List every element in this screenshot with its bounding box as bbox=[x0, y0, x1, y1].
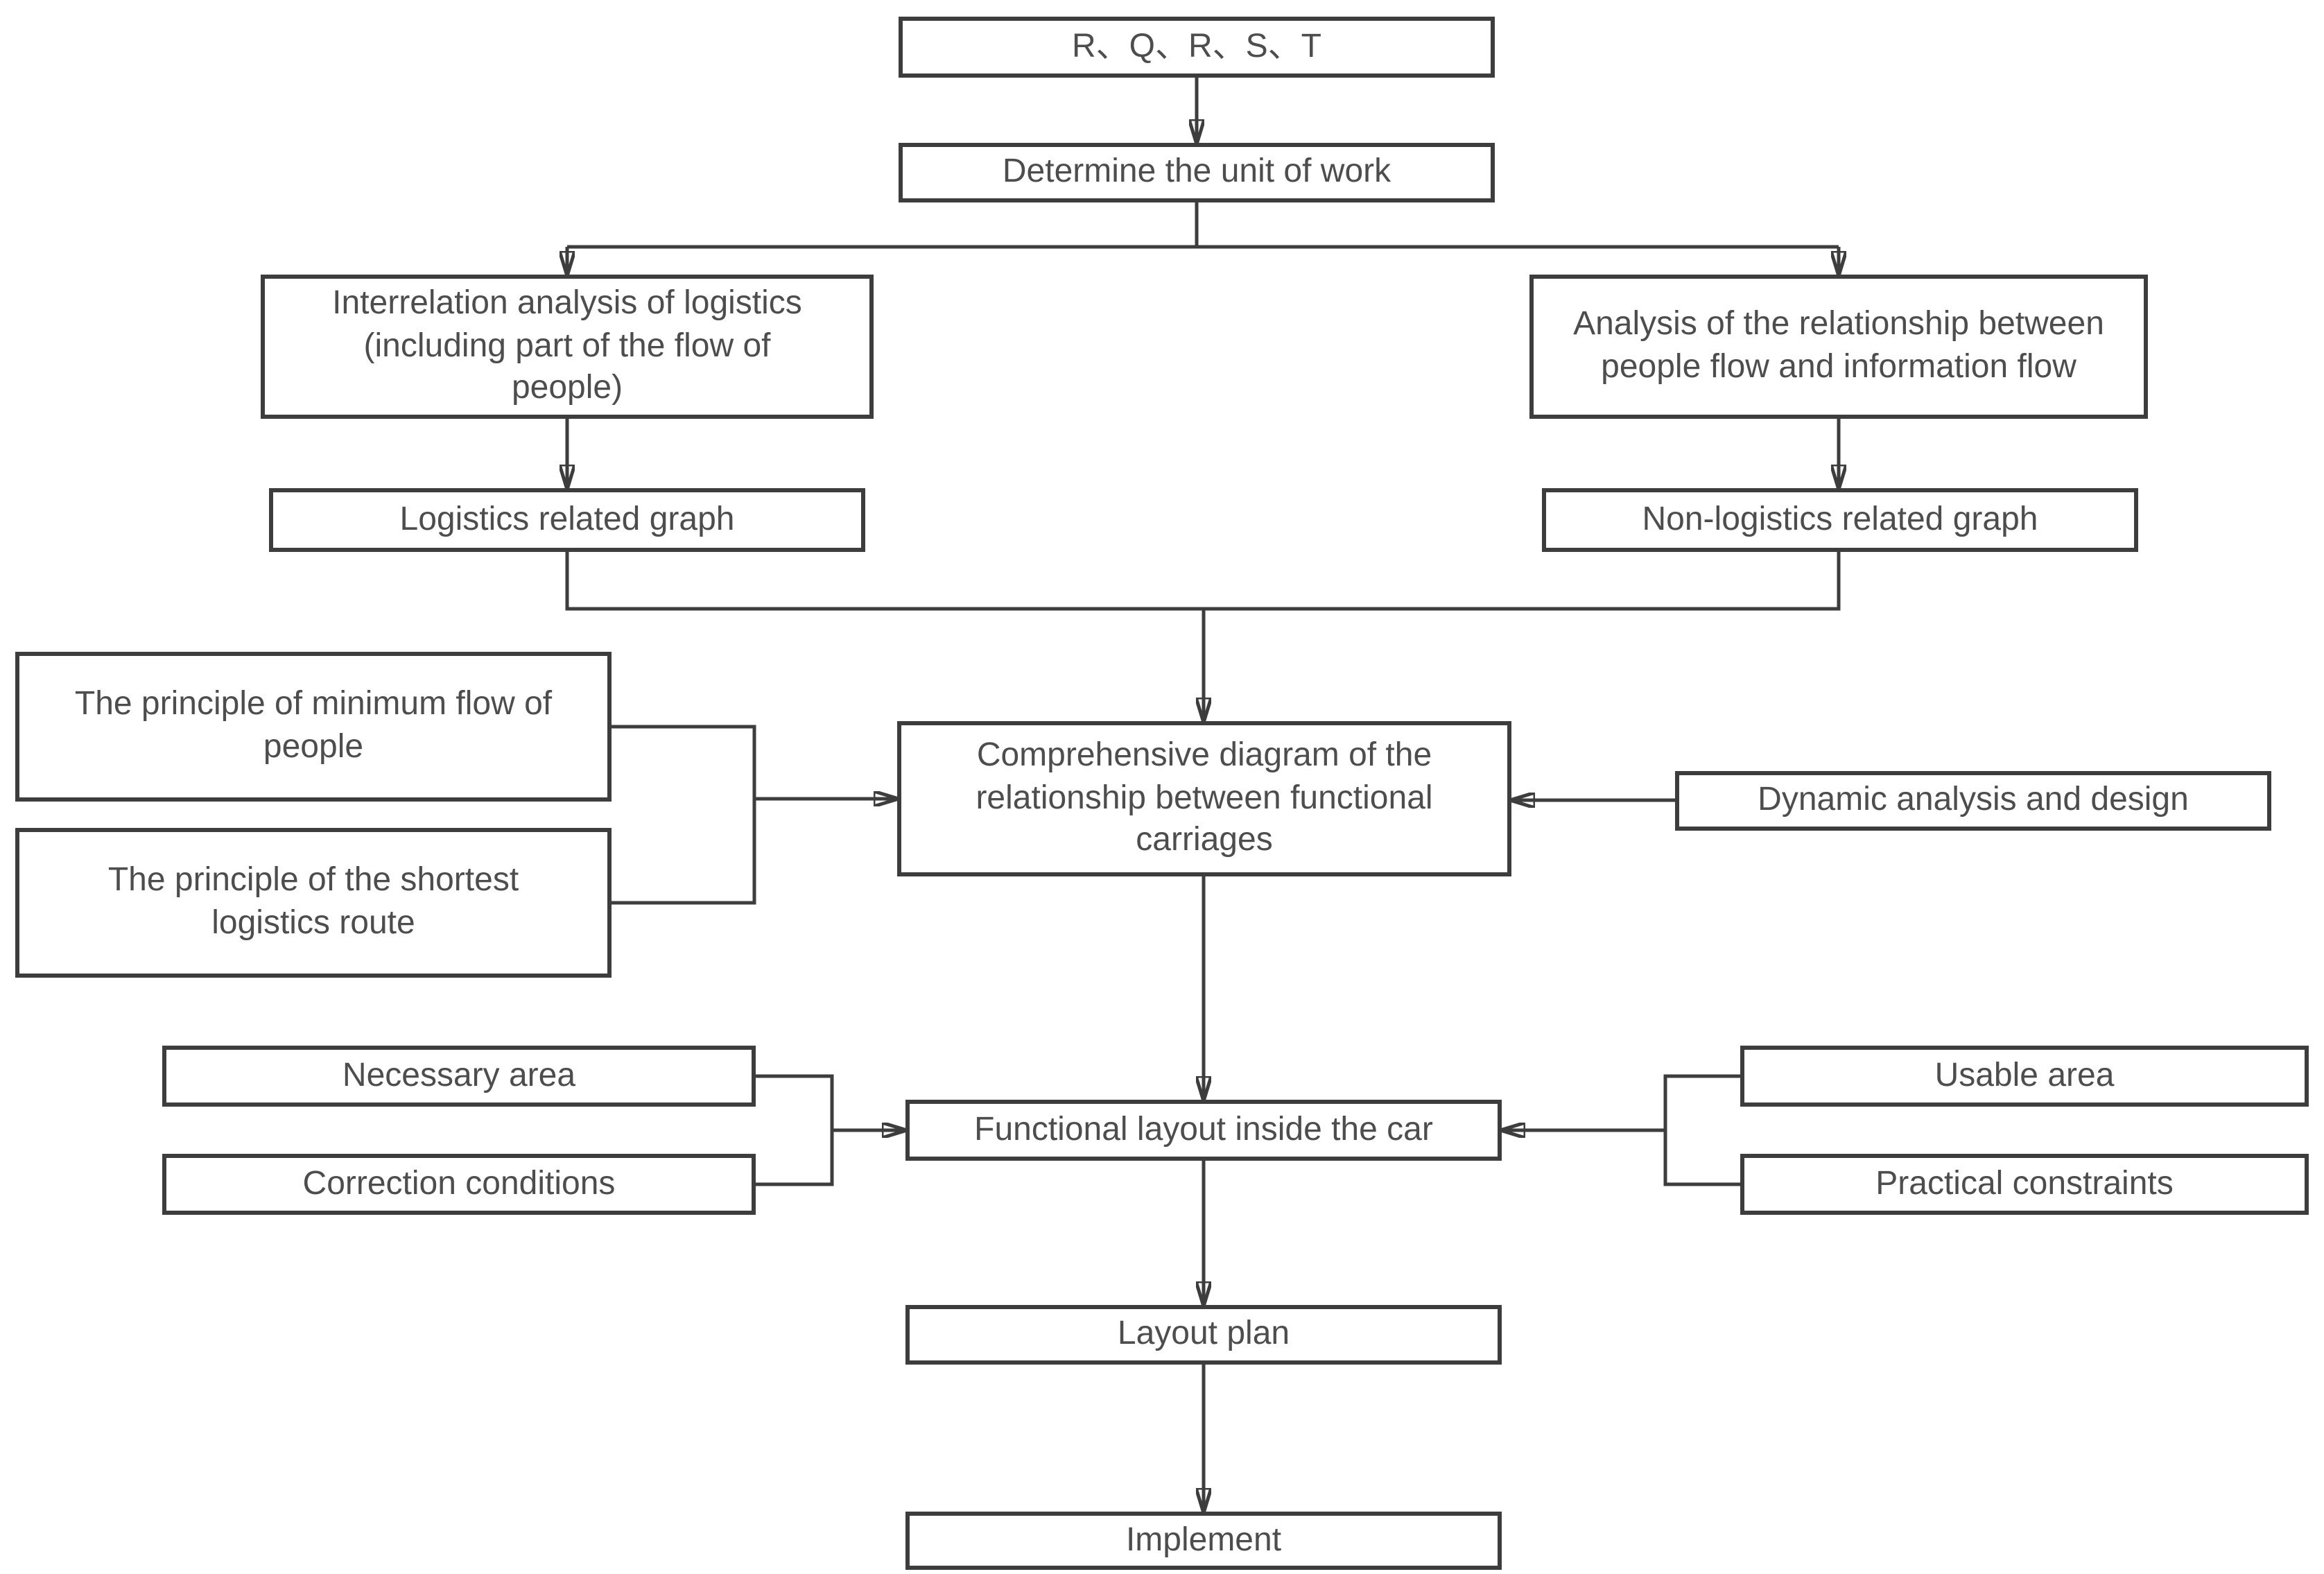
node-necessary-area-label: Necessary area bbox=[342, 1056, 576, 1094]
connector-area-bracket-right bbox=[1663, 1074, 1740, 1186]
node-minimum-people-flow-principle: The principle of minimum flow of people bbox=[15, 652, 612, 802]
node-shortest-logistics-route-principle: The principle of the shortest logistics … bbox=[15, 828, 612, 978]
node-determine-label: Determine the unit of work bbox=[1002, 153, 1391, 191]
node-logistics-interrelation-analysis: Interrelation analysis of logistics (inc… bbox=[261, 275, 874, 419]
node-non-logistics-related-graph: Non-logistics related graph bbox=[1542, 488, 2138, 552]
node-implement: Implement bbox=[905, 1512, 1502, 1570]
node-logistics-graph-label: Logistics related graph bbox=[399, 500, 735, 538]
node-determine-unit-of-work: Determine the unit of work bbox=[899, 143, 1495, 202]
node-functional-layout-inside-car: Functional layout inside the car bbox=[905, 1100, 1502, 1161]
node-implement-label: Implement bbox=[1125, 1521, 1282, 1559]
node-dynamic-analysis-design: Dynamic analysis and design bbox=[1675, 771, 2271, 831]
node-correction-conditions: Correction conditions bbox=[162, 1154, 756, 1215]
node-functional-layout-label: Functional layout inside the car bbox=[974, 1110, 1433, 1148]
connector-principles-bracket bbox=[612, 725, 756, 905]
node-dynamic-analysis-label: Dynamic analysis and design bbox=[1758, 781, 2189, 819]
node-non-logistics-graph-label: Non-logistics related graph bbox=[1642, 500, 2038, 538]
node-correction-conditions-label: Correction conditions bbox=[302, 1164, 616, 1202]
node-layout-plan: Layout plan bbox=[905, 1305, 1502, 1365]
node-practical-constraints: Practical constraints bbox=[1740, 1154, 2309, 1215]
node-usable-area-label: Usable area bbox=[1934, 1056, 2115, 1094]
node-comprehensive-label: Comprehensive diagram of the relationshi… bbox=[975, 736, 1433, 859]
node-shortest-route-label: The principle of the shortest logistics … bbox=[107, 861, 519, 942]
node-min-people-flow-label: The principle of minimum flow of people bbox=[74, 685, 553, 766]
node-logistics-analysis-label: Interrelation analysis of logistics (inc… bbox=[332, 284, 802, 407]
node-practical-constraints-label: Practical constraints bbox=[1875, 1164, 2174, 1202]
connector-merge-bar bbox=[565, 552, 1841, 611]
node-inputs-label: R、Q、R、S、T bbox=[1072, 27, 1321, 65]
connector-area-bracket-left bbox=[756, 1074, 834, 1186]
node-necessary-area: Necessary area bbox=[162, 1046, 756, 1107]
node-inputs: R、Q、R、S、T bbox=[899, 17, 1495, 78]
node-logistics-related-graph: Logistics related graph bbox=[269, 488, 865, 552]
node-usable-area: Usable area bbox=[1740, 1046, 2309, 1107]
node-comprehensive-diagram: Comprehensive diagram of the relationshi… bbox=[897, 721, 1511, 876]
node-people-information-analysis: Analysis of the relationship between peo… bbox=[1529, 275, 2148, 419]
node-layout-plan-label: Layout plan bbox=[1117, 1315, 1290, 1353]
node-people-info-analysis-label: Analysis of the relationship between peo… bbox=[1573, 305, 2104, 386]
